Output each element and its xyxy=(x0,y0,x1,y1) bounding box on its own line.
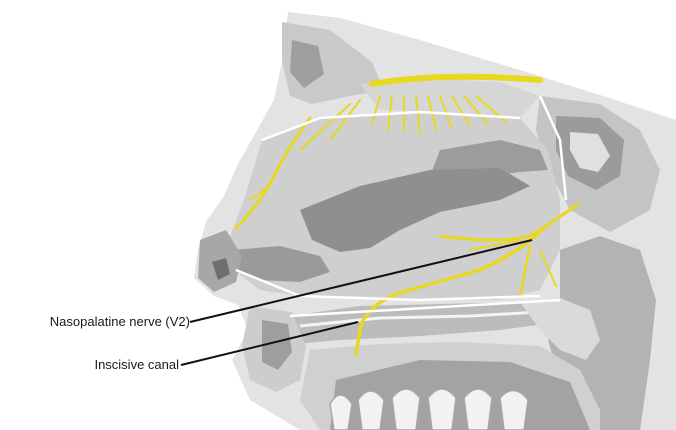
incisive-canal-label: Inscisive canal xyxy=(94,357,179,373)
nasopalatine-nerve-label: Nasopalatine nerve (V2) xyxy=(50,314,190,330)
